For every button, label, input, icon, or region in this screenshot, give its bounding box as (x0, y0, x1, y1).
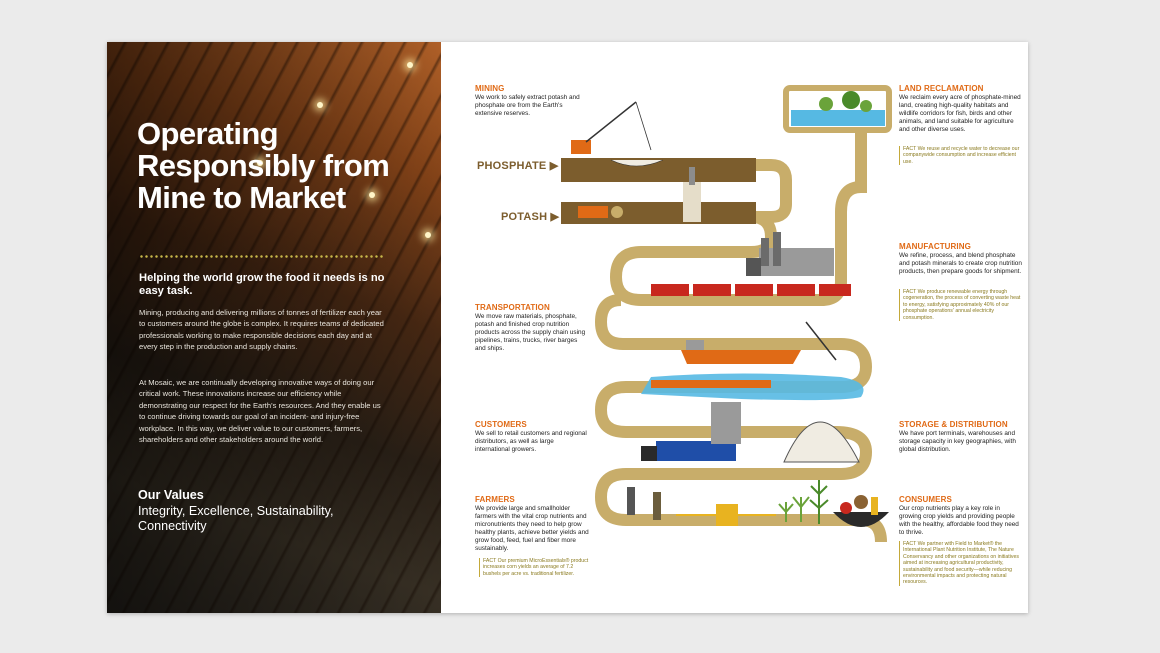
mine-headframe (689, 167, 695, 185)
section-text-farmers: We provide large and smallholder farmers… (475, 505, 589, 552)
fact-manufacturing: FACT We produce renewable energy through… (899, 289, 1021, 322)
crop-plant (792, 496, 810, 522)
food-bowl (833, 512, 889, 527)
values-list: Integrity, Excellence, Sustainability, C… (138, 504, 334, 533)
section-text-mining: We work to safely extract potash and pho… (475, 94, 580, 117)
storage-dome (783, 421, 860, 463)
supply-chain-infographic (561, 85, 892, 543)
section-text-customers: We sell to retail customers and regional… (475, 430, 587, 453)
section-title-farmers: FARMERS (475, 495, 515, 504)
supply-chain-path (561, 159, 792, 223)
ceiling-lamp (257, 160, 263, 166)
section-text-transportation: We move raw materials, phosphate, potash… (475, 313, 586, 352)
arrow-right-icon: ▶ (550, 211, 560, 223)
port-crane (805, 321, 837, 361)
grain-silo (711, 402, 741, 444)
section-text-manufacturing: We refine, process, and blend phosphate … (899, 252, 1022, 275)
dragline-excavator (571, 140, 591, 154)
arrow-right-icon: ▶ (549, 160, 559, 172)
section-title-transportation: TRANSPORTATION (475, 303, 550, 312)
phosphate-label: PHOSPHATE ▶ (477, 160, 559, 172)
ceiling-lamp (425, 232, 431, 238)
infographic-panel: PHOSPHATE ▶ POTASH ▶ MINING We work to s… (441, 42, 1028, 613)
supply-chain-path (594, 294, 887, 543)
corn-stalk (809, 480, 829, 524)
ceiling-lamp (317, 102, 323, 108)
river-barge (651, 380, 771, 388)
section-title-manufacturing: MANUFACTURING (899, 242, 971, 251)
potash-stratum (561, 202, 756, 224)
subheading: Helping the world grow the food it needs… (139, 272, 385, 297)
fact-consumers: FACT We partner with Field to Market® th… (899, 541, 1023, 586)
manufacturing-plant (759, 248, 834, 276)
ceiling-lamp (369, 192, 375, 198)
potash-label: POTASH ▶ (501, 211, 560, 223)
page-title: Operating Responsibly from Mine to Marke… (137, 116, 390, 215)
section-title-consumers: CONSUMERS (899, 495, 952, 504)
mine-shaft (683, 182, 701, 222)
section-text-consumers: Our crop nutrients play a key role in gr… (899, 505, 1019, 536)
section-title-land-reclamation: LAND RECLAMATION (899, 84, 984, 93)
supply-chain-path (609, 124, 867, 306)
potash-miner (578, 206, 608, 218)
farmer-figure (653, 492, 661, 520)
section-title-mining: MINING (475, 84, 505, 93)
brochure-spread: Operating Responsibly from Mine to Marke… (107, 42, 1028, 613)
section-title-customers: CUSTOMERS (475, 420, 527, 429)
farmer-figure (627, 487, 635, 515)
section-text-storage: We have port terminals, warehouses and s… (899, 430, 1016, 453)
crop-plant (778, 502, 794, 522)
dotted-divider (139, 255, 383, 258)
innovation-paragraph: At Mosaic, we are continually developing… (139, 378, 381, 445)
intro-paragraph: Mining, producing and delivering million… (139, 308, 384, 352)
section-text-land-reclamation: We reclaim every acre of phosphate-mined… (899, 94, 1021, 133)
left-panel-photo: Operating Responsibly from Mine to Marke… (107, 42, 441, 613)
values-heading: Our Values (138, 488, 204, 502)
section-title-storage: STORAGE & DISTRIBUTION (899, 420, 1008, 429)
cargo-ship (681, 350, 801, 364)
freight-train (651, 284, 851, 296)
fact-farmers: FACT Our premium MicroEssentials® produc… (479, 558, 591, 578)
ceiling-lamp (407, 62, 413, 68)
fact-land-reclamation: FACT We reuse and recycle water to decre… (899, 146, 1023, 166)
delivery-truck (656, 441, 736, 461)
